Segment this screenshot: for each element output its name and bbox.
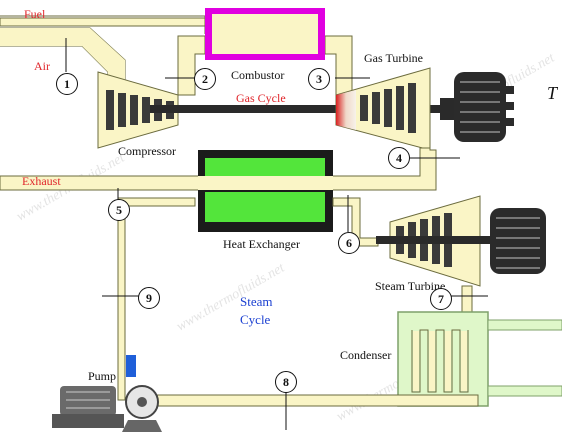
gas-cycle-label: Gas Cycle — [236, 91, 286, 105]
heat-exchanger-label: Heat Exchanger — [223, 237, 300, 251]
state-9-marker: 9 — [138, 287, 160, 309]
state-5-marker: 5 — [108, 199, 130, 221]
steam-shaft — [376, 236, 496, 244]
state-3-marker: 3 — [308, 68, 330, 90]
heat-exchanger-coil — [205, 192, 325, 222]
pipe-8 — [149, 394, 479, 407]
state-6-marker: 6 — [338, 232, 360, 254]
gas-turbine-hot-inlet — [336, 90, 356, 130]
gas-shaft — [150, 105, 450, 113]
steam-label: Steam — [240, 294, 273, 309]
state-2-marker: 2 — [194, 68, 216, 90]
combustor-body — [212, 14, 318, 54]
compressor-label: Compressor — [118, 144, 176, 158]
state-7-marker: 7 — [430, 288, 452, 310]
exhaust-label: Exhaust — [22, 174, 61, 188]
cycle-label: Cycle — [240, 312, 271, 327]
fuel-label: Fuel — [24, 7, 46, 21]
condenser-coils — [411, 329, 469, 393]
air-inlet-pipe — [0, 28, 125, 95]
air-label: Air — [34, 59, 50, 73]
t-label: T — [547, 83, 558, 103]
state-1-marker: 1 — [56, 73, 78, 95]
state-8-marker: 8 — [275, 371, 297, 393]
state-4-marker: 4 — [388, 147, 410, 169]
pump-outlet-segment — [126, 355, 136, 377]
condenser-label: Condenser — [340, 348, 392, 362]
steam-turbine-label: Steam Turbine — [375, 279, 446, 293]
pipe-6 — [332, 197, 379, 247]
pipe-3 — [324, 35, 353, 96]
gas-generator — [454, 72, 506, 142]
pump-label: Pump — [88, 369, 117, 383]
combustor-label: Combustor — [231, 68, 285, 82]
gas-turbine-label: Gas Turbine — [364, 51, 424, 65]
gas-turbine-blades — [360, 83, 416, 133]
